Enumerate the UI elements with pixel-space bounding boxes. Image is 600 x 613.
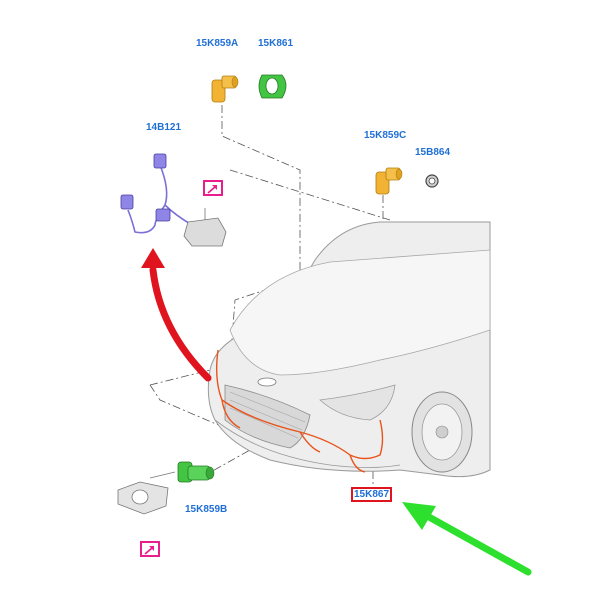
parking-sensor-yellow-top	[211, 75, 239, 103]
sensor-bracket-grey	[117, 471, 176, 515]
part-label-15K859A: 15K859A	[196, 38, 239, 49]
part-label-14B121: 14B121	[146, 122, 182, 133]
parking-sensor-yellow-right	[375, 167, 403, 195]
note-icon	[140, 541, 160, 557]
car-body	[207, 221, 491, 478]
wiring-harness-purple	[120, 153, 227, 247]
green-arrow	[402, 502, 532, 576]
parking-sensor-green-bottom	[177, 461, 215, 483]
part-label-15K861: 15K861	[258, 38, 294, 49]
part-label-15K859C: 15K859C	[364, 130, 407, 141]
part-label-15B864: 15B864	[415, 147, 451, 158]
bumper-wiring-harness	[215, 349, 384, 473]
part-label-15K859B: 15K859B	[185, 504, 228, 515]
part-label-15K867-highlighted: 15K867	[351, 487, 393, 502]
red-arrow	[141, 248, 212, 382]
sensor-grommet	[425, 174, 439, 188]
arrow-glyph-icon	[144, 546, 154, 555]
sensor-bracket-green	[258, 74, 287, 99]
arrow-glyph-icon	[207, 185, 217, 194]
note-icon	[203, 180, 223, 196]
